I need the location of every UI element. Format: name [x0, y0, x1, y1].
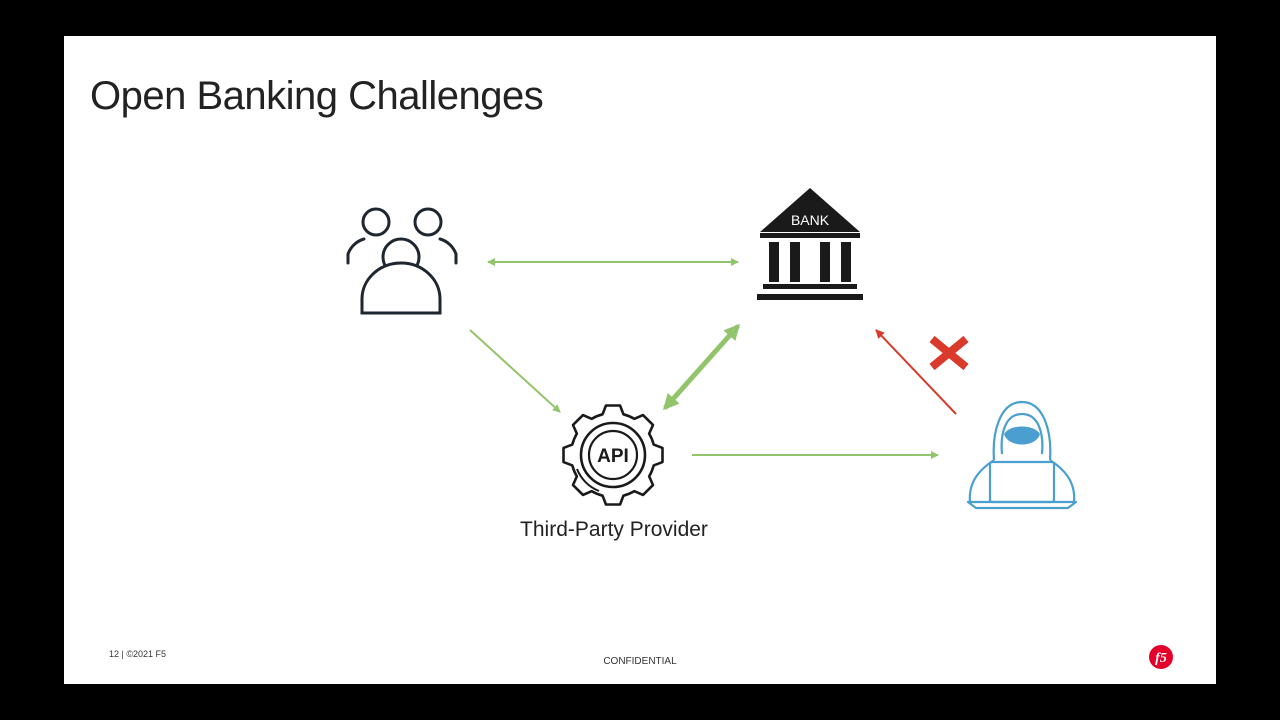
blocked-x-icon	[929, 335, 969, 371]
f5-logo-text: f5	[1155, 651, 1167, 666]
users-icon	[346, 207, 458, 315]
hacker-icon	[966, 400, 1078, 510]
edge-customers-tpp	[469, 329, 561, 413]
slide: Open Banking Challenges BANK	[64, 36, 1216, 684]
slide-title: Open Banking Challenges	[90, 74, 544, 118]
bank-label: BANK	[791, 212, 830, 228]
open-banking-diagram: BANK API	[346, 188, 1078, 510]
api-gear-icon: API	[562, 404, 664, 506]
bank-icon: BANK	[757, 188, 863, 300]
page-number: 12 | ©2021 F5	[109, 649, 167, 659]
edge-tpp-bank	[663, 323, 740, 411]
edge-attacker-bank-blocked	[875, 329, 957, 415]
f5-logo-icon: f5	[1149, 645, 1173, 669]
confidential-label: CONFIDENTIAL	[603, 656, 677, 667]
tpp-label: Third-Party Provider	[520, 518, 708, 541]
api-label: API	[597, 446, 629, 467]
